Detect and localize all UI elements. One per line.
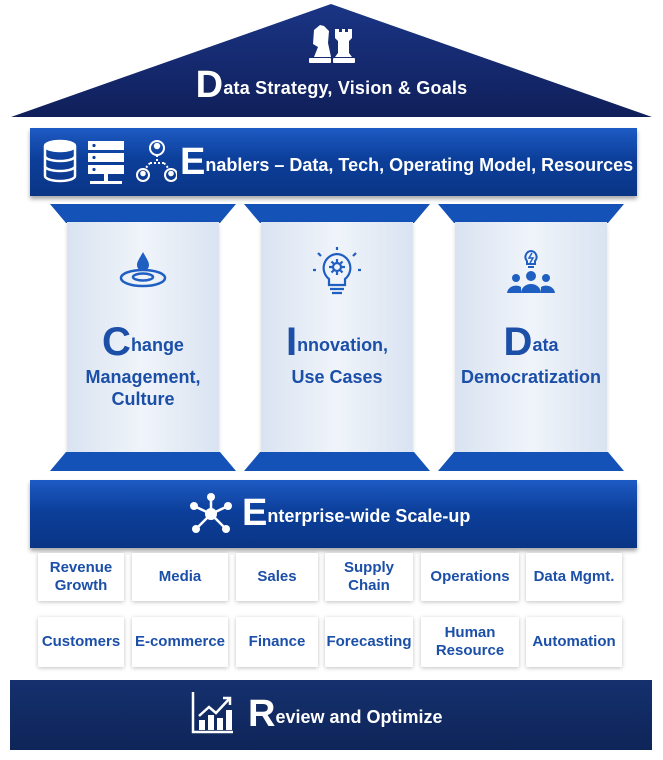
pillar-innovation: Innovation, Use Cases	[261, 222, 413, 452]
review-title-initial: R	[248, 693, 276, 735]
domain-label: Customers	[41, 633, 121, 650]
domain-label: E-commerce	[134, 633, 226, 650]
domain-cell: E-commerce	[132, 617, 228, 667]
domain-label: Operations	[430, 568, 510, 585]
domain-cell: Operations	[421, 553, 519, 601]
pillar-innovation-subtitle-1: Use Cases	[291, 367, 383, 387]
domain-label: Finance	[248, 633, 306, 650]
domain-cell: Automation	[526, 617, 622, 667]
enablers-band: Enablers – Data, Tech, Operating Model, …	[30, 128, 637, 196]
pillar-change-title-rest: hange	[130, 335, 184, 355]
pillar-change: Change Management, Culture	[67, 222, 219, 452]
domain-cell: Media	[132, 553, 228, 601]
pillar-democratization-title-rest: ata	[532, 335, 559, 355]
pillar-democratization-subtitle-1: Democratization	[460, 367, 602, 387]
pillar-innovation-title-rest: nnovation,	[297, 335, 389, 355]
domain-cell: Data Mgmt.	[526, 553, 622, 601]
domain-cell: Customers	[38, 617, 124, 667]
pillar-innovation-title-initial: I	[285, 320, 298, 364]
roof-title-initial: D	[195, 64, 224, 106]
scaleup-title: Enterprise-wide Scale-up	[242, 494, 470, 532]
pillar-2-base	[244, 452, 430, 471]
server-icon	[88, 141, 124, 184]
database-icon	[43, 139, 77, 183]
review-base: Review and Optimize	[10, 680, 652, 750]
pillar-democratization: Data Democratization	[455, 222, 607, 452]
pillar-3-base	[438, 452, 624, 471]
roof-title: Data Strategy, Vision & Goals	[0, 66, 663, 104]
pillar-democratization-title-initial: D	[503, 320, 533, 364]
roof-title-rest: ata Strategy, Vision & Goals	[223, 78, 468, 98]
bar-chart-growth-icon	[191, 692, 233, 734]
pillar-change-subtitle-1: Management,	[85, 367, 201, 387]
hub-network-icon	[190, 493, 232, 533]
pillar-1-capital	[50, 204, 236, 223]
pillar-2-capital	[244, 204, 430, 223]
roof	[11, 4, 652, 117]
domain-label: Media	[158, 568, 202, 585]
domain-label: Data Mgmt.	[533, 568, 615, 585]
domain-label: Automation	[532, 633, 616, 650]
scaleup-title-rest: nterprise-wide Scale-up	[267, 506, 471, 526]
domain-label: Chain	[348, 577, 390, 594]
domain-label: Resource	[435, 642, 505, 659]
pillar-1-base	[50, 452, 236, 471]
domain-cell: Sales	[236, 553, 318, 601]
domain-label: Forecasting	[326, 633, 412, 650]
enablers-title: Enablers – Data, Tech, Operating Model, …	[180, 143, 633, 181]
chess-pieces-icon	[309, 25, 355, 63]
domain-cell: Forecasting	[325, 617, 413, 667]
lightbulb-gear-icon	[313, 247, 361, 295]
team-idea-icon	[507, 249, 555, 293]
domain-label: Human	[444, 624, 496, 641]
domain-label: Revenue	[49, 559, 113, 576]
pillar-change-subtitle-2: Culture	[111, 389, 175, 409]
review-title-rest: eview and Optimize	[275, 707, 443, 727]
review-title: Review and Optimize	[248, 695, 443, 733]
domain-label: Growth	[54, 577, 108, 594]
domain-cell: Finance	[236, 617, 318, 667]
water-drop-ripple-icon	[119, 252, 167, 288]
domain-label: Supply	[343, 559, 394, 576]
pillar-change-title-initial: C	[102, 320, 131, 364]
scaleup-title-initial: E	[242, 492, 268, 534]
domain-label: Sales	[257, 568, 297, 585]
scaleup-band: Enterprise-wide Scale-up	[30, 480, 637, 548]
pillar-3-capital	[438, 204, 624, 223]
org-network-icon	[136, 140, 177, 182]
enablers-title-initial: E	[180, 141, 206, 183]
enablers-title-rest: nablers – Data, Tech, Operating Model, R…	[205, 155, 634, 175]
